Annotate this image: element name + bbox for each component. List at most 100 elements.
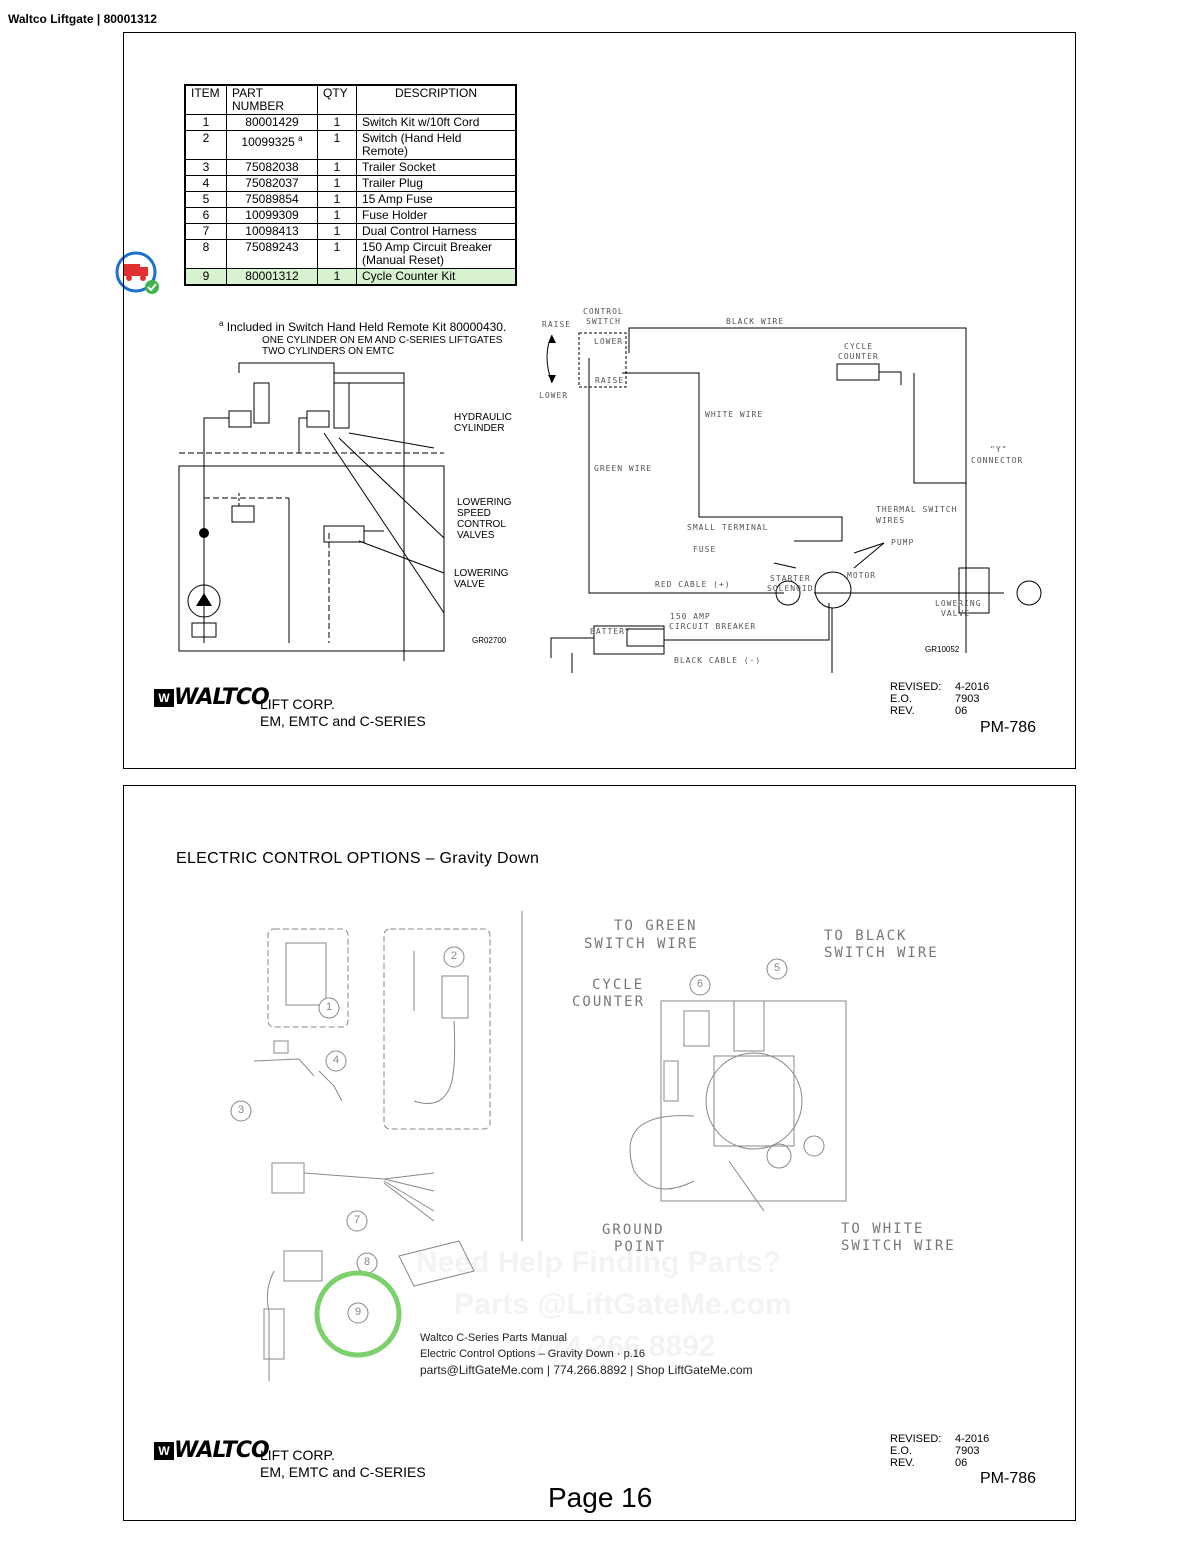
label-to-white-1: TO WHITE [841,1221,925,1237]
section-title: ELECTRIC CONTROL OPTIONS – Gravity Down [176,850,540,867]
liftgate-truck-icon[interactable] [114,250,162,298]
document-header: Waltco Liftgate | 80001312 [8,12,157,26]
label-black-wire: BLACK WIRE [726,317,785,326]
label-counter: COUNTER [572,994,646,1010]
cell-qty: 1 [317,159,357,176]
cell-desc: Dual Control Harness [356,223,517,240]
label-to-black-1: TO BLACK [824,928,908,944]
hydraulic-code: GR02700 [472,636,507,645]
eo-label-2: E.O. [890,1445,913,1457]
eo-value-2: 7903 [955,1445,980,1457]
electric-control-panel: ELECTRIC CONTROL OPTIONS – Gravity Down … [123,785,1076,1521]
wiring-diagram [546,327,1042,673]
callout-6: 6 [696,978,704,990]
cell-part: 75082038 [226,159,318,176]
cell-part: 75089243 [226,239,318,269]
label-cycle: CYCLE [592,977,645,993]
label-switch-raise: RAISE [595,376,625,385]
eo-label: E.O. [890,693,913,705]
watermark-line-3: 774.266.8892 [532,1330,716,1363]
waltco-logo-mark-icon: W [154,688,174,707]
callout-8: 8 [363,1256,371,1268]
eo-value: 7903 [955,693,980,705]
label-lowering-valve-w1: LOWERING [935,599,982,608]
note-line-1: Waltco C-Series Parts Manual [420,1332,567,1344]
callout-7: 7 [353,1214,361,1226]
note-contact-link[interactable]: parts@LiftGateMe.com | 774.266.8892 | Sh… [420,1363,753,1377]
label-point: POINT [614,1239,667,1255]
callout-9: 9 [354,1306,362,1318]
label-valves: VALVES [457,530,495,541]
revised-label: REVISED: [890,681,942,693]
label-thermal-switch: THERMAL SWITCH [876,505,958,514]
cell-item: 4 [184,175,227,192]
cell-desc: Fuse Holder [356,207,517,224]
hydraulic-schematic [178,362,445,661]
label-speed: SPEED [457,508,491,519]
rev-value-2: 06 [955,1457,968,1469]
cell-desc: Switch (Hand Held Remote) [356,130,517,160]
label-y-connector-2: CONNECTOR [971,456,1024,465]
cell-qty: 1 [317,207,357,224]
callout-circle-2 [443,946,465,968]
label-control-switch-1: CONTROL [583,307,624,316]
watermark-line-2: Parts @LiftGateMe.com [454,1288,792,1321]
cell-qty: 1 [317,191,357,208]
callout-3: 3 [237,1104,245,1116]
cell-item: 9 [184,268,227,286]
label-to-green-1: TO GREEN [614,918,698,934]
footnote: a Included in Switch Hand Held Remote Ki… [219,319,507,334]
hydraulic-heading-1: ONE CYLINDER ON EM AND C-SERIES LIFTGATE… [262,335,503,346]
label-cycle-counter-2: COUNTER [838,352,879,361]
callout-circle-9 [347,1302,369,1324]
revised-value-2: 4-2016 [955,1433,990,1445]
callout-circle-7 [346,1210,368,1232]
cell-qty: 1 [317,175,357,192]
page-number: Page 16 [548,1482,653,1513]
cell-part: 10098413 [226,223,318,240]
cell-part: 80001429 [226,114,318,131]
label-lower: LOWER [539,391,569,400]
cell-part: 10099309 [226,207,318,224]
cell-item: 5 [184,191,227,208]
cell-part: 75089854 [226,191,318,208]
label-thermal-wires: WIRES [876,516,906,525]
callout-circle-5 [766,958,788,980]
revised-label-2: REVISED: [890,1433,942,1445]
label-y-connector-1: "Y" [990,445,1008,454]
col-part-number: PART NUMBER [226,84,318,115]
note-line-2: Electric Control Options – Gravity Down … [420,1348,645,1360]
callout-4: 4 [332,1054,340,1066]
series-name-2: EM, EMTC and C-SERIES [260,1464,426,1480]
cell-qty: 1 [317,114,357,131]
col-description: DESCRIPTION [356,84,517,115]
rev-label-2: REV. [890,1457,915,1469]
callout-circle-3 [230,1100,252,1122]
electric-control-illustration [230,911,847,1381]
cell-qty: 1 [317,239,357,269]
label-lowering-valve-2: VALVE [454,579,485,590]
label-lowering: LOWERING [457,497,512,508]
label-ground: GROUND [602,1222,665,1238]
label-fuse: FUSE [693,545,717,554]
callout-5: 5 [773,962,781,974]
label-circuit-breaker: CIRCUIT BREAKER [669,622,757,631]
cell-desc: Cycle Counter Kit [356,268,517,286]
label-lowering-valve-w2: VALVE [941,609,971,618]
label-to-black-2: SWITCH WIRE [824,945,939,961]
label-150-amp: 150 AMP [670,612,711,621]
label-starter: STARTER [770,574,811,583]
lift-corp-2: LIFT CORP. [260,1447,335,1463]
lift-corp: LIFT CORP. [260,696,335,712]
cell-item: 6 [184,207,227,224]
cell-item: 1 [184,114,227,131]
label-to-green-2: SWITCH WIRE [584,936,699,952]
cell-desc: Trailer Socket [356,159,517,176]
cell-desc: 15 Amp Fuse [356,191,517,208]
callout-circle-1 [318,997,340,1019]
cell-qty: 1 [317,268,357,286]
cell-desc: Switch Kit w/10ft Cord [356,114,517,131]
